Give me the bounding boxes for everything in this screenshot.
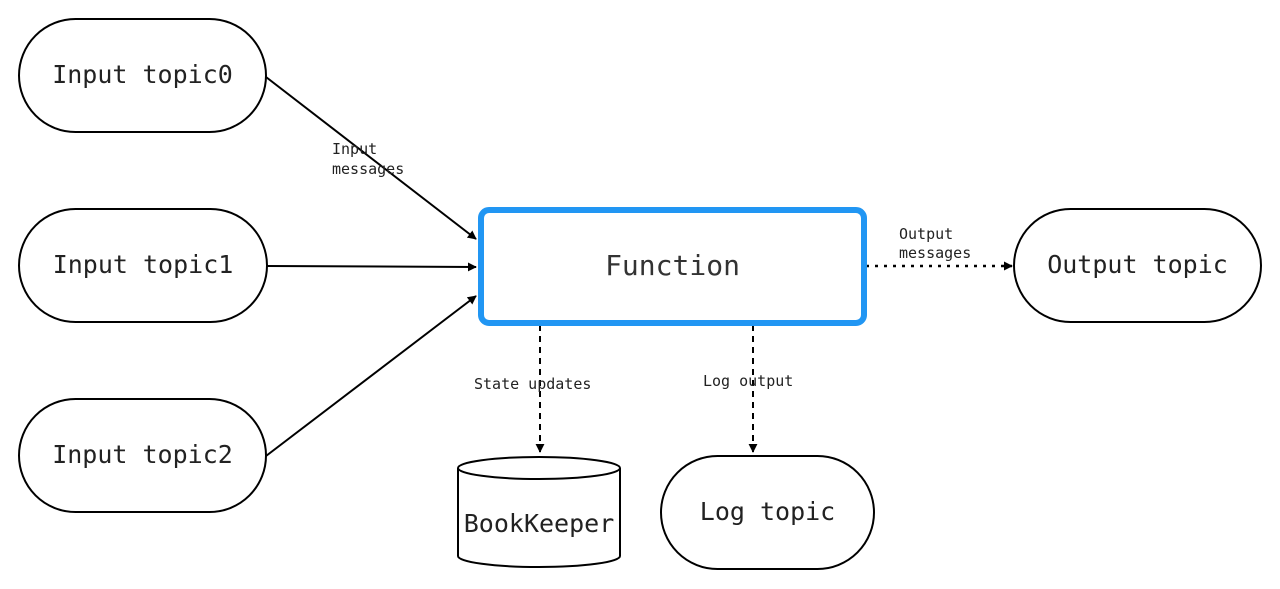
cylinder-body [457,468,621,568]
node-function-label: Function [605,249,740,282]
node-log-topic-label: Log topic [700,497,835,526]
node-input-topic0-label: Input topic0 [52,60,233,89]
edge-label-state-updates: State updates [474,375,591,393]
node-input-topic0: Input topic0 [18,18,267,133]
cylinder-top [457,456,621,480]
node-function: Function [478,207,867,326]
node-output-topic-label: Output topic [1047,250,1228,279]
node-bookkeeper: BookKeeper [457,456,621,568]
node-output-topic: Output topic [1013,208,1262,323]
edge-input0-to-function [265,76,477,240]
node-input-topic1-label: Input topic1 [53,250,234,279]
edge-label-input-messages-line1: Input [332,140,377,158]
edge-input2-to-function [265,295,477,457]
node-input-topic2-label: Input topic2 [52,440,233,469]
node-input-topic2: Input topic2 [18,398,267,513]
node-input-topic1: Input topic1 [18,208,268,323]
edge-label-input-messages-line2: messages [332,160,404,178]
edge-label-output-messages-line2: messages [899,244,971,262]
edge-label-log-output: Log output [703,372,793,390]
node-bookkeeper-label: BookKeeper [464,509,615,538]
node-log-topic: Log topic [660,455,875,570]
edge-input1-to-function [266,262,477,272]
edge-label-output-messages-line1: Output [899,225,953,243]
